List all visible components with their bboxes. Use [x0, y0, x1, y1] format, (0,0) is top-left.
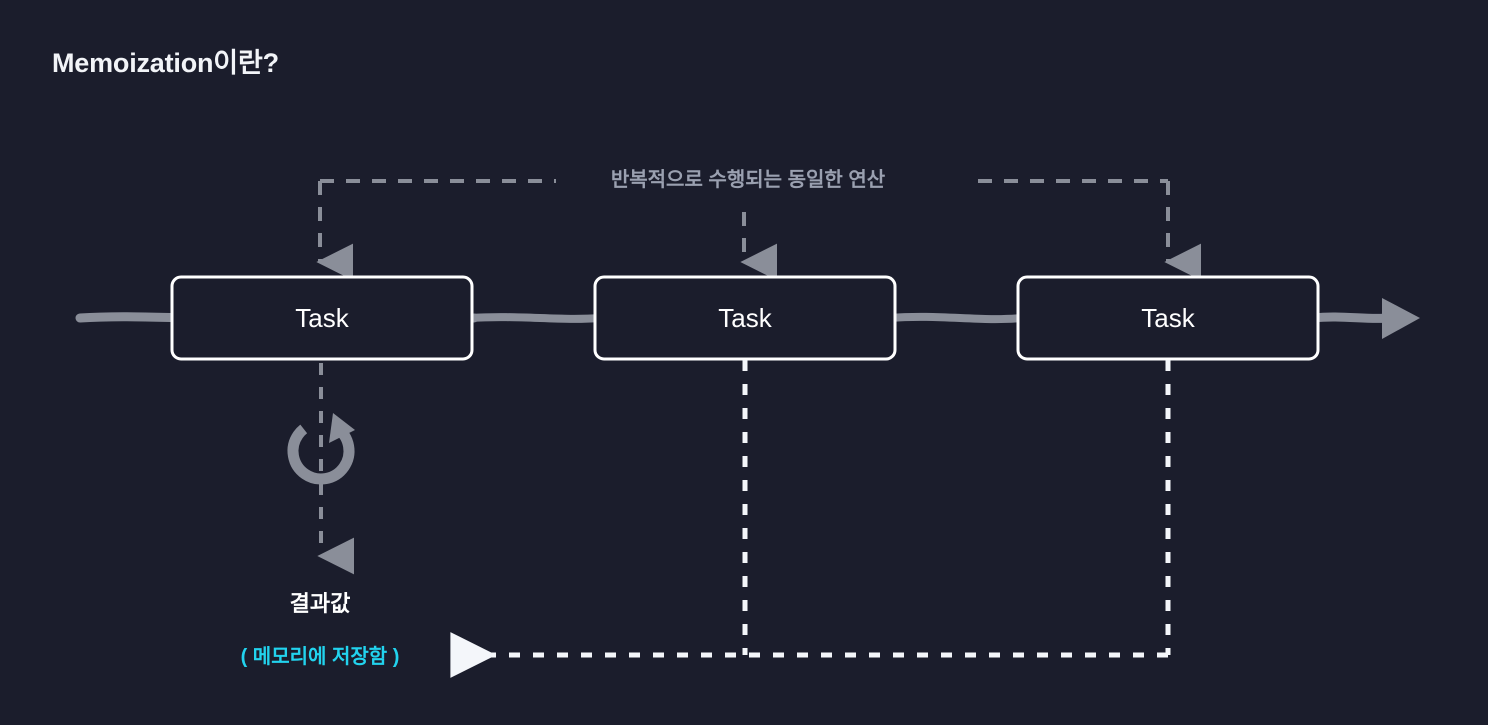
task-box-3[interactable]: Task [1016, 275, 1320, 361]
task-box-3-label: Task [1141, 303, 1195, 333]
refresh-loop-ring [287, 417, 355, 485]
task-box-2-label: Task [718, 303, 772, 333]
timeline-segment-1-2 [466, 313, 604, 323]
page-title: Memoization이란? [52, 48, 279, 78]
task-box-3-rect[interactable] [1016, 275, 1320, 361]
timeline-arrowhead-icon [1382, 298, 1420, 339]
task-box-1-label: Task [295, 303, 349, 333]
repeat-connector-right [978, 179, 1201, 281]
task-box-1-rect[interactable] [170, 275, 474, 361]
task-box-2-rect[interactable] [593, 275, 897, 361]
task-box-2[interactable]: Task [593, 275, 897, 361]
repeat-connector-left [316, 179, 556, 281]
timeline-segment-right [1309, 312, 1393, 323]
repeat-operation-caption: 반복적으로 수행되는 동일한 연산 [610, 169, 886, 191]
result-memory-note: ( 메모리에 저장함 ) [240, 646, 400, 668]
timeline-segment-2-3 [886, 312, 1026, 324]
result-value-label: 결과값 [289, 591, 351, 616]
result-connector [287, 363, 355, 575]
refresh-loop-icon [287, 413, 355, 485]
refresh-loop-arrowhead [329, 413, 355, 443]
task-box-1[interactable]: Task [170, 275, 474, 361]
